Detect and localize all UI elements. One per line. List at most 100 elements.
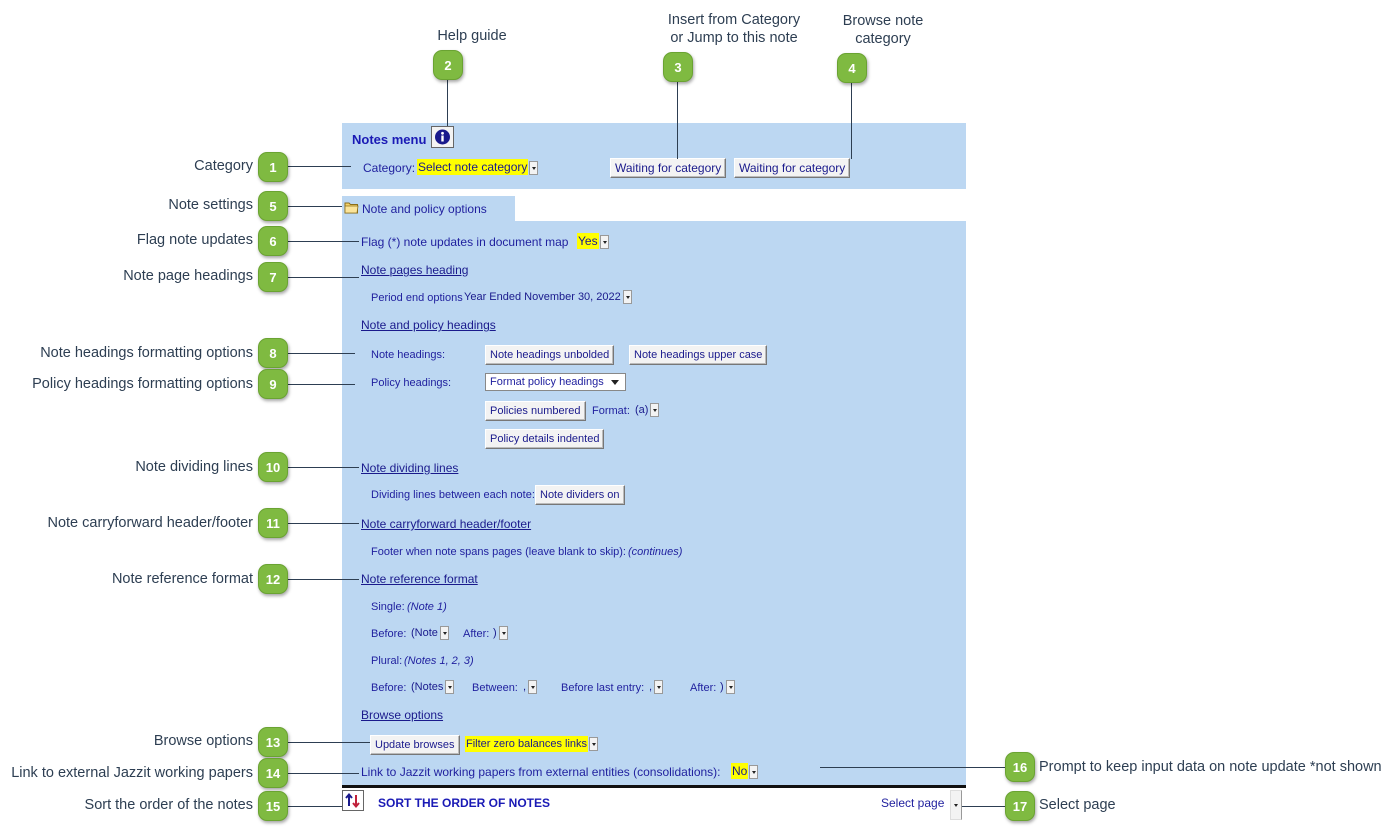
note-reference-format-link[interactable]: Note reference format bbox=[361, 572, 478, 586]
format-policy-headings-select[interactable]: Format policy headings bbox=[485, 373, 626, 391]
sort-order-link[interactable]: SORT THE ORDER OF NOTES bbox=[378, 796, 551, 810]
chevron-down-icon bbox=[529, 160, 539, 175]
note-dividers-on-button[interactable]: Note dividers on bbox=[535, 485, 625, 505]
footer-spans-value[interactable]: (continues) bbox=[628, 546, 683, 558]
badge-14: 14 bbox=[258, 758, 288, 788]
between-value: , bbox=[523, 681, 527, 693]
category-select-value: Select note category bbox=[417, 159, 529, 175]
period-end-label: Period end options bbox=[371, 292, 463, 304]
note-dividing-lines-link[interactable]: Note dividing lines bbox=[361, 461, 459, 475]
callout-label-1: Category bbox=[194, 158, 253, 174]
filter-zero-value: Filter zero balances links bbox=[465, 736, 589, 752]
format-value: (a) bbox=[635, 404, 649, 416]
browse-options-link[interactable]: Browse options bbox=[361, 708, 444, 722]
sort-order-icon[interactable] bbox=[342, 790, 364, 811]
insert-jump-button[interactable]: Waiting for category bbox=[610, 158, 727, 178]
connector-12 bbox=[287, 579, 359, 580]
badge-6: 6 bbox=[258, 226, 288, 256]
link-working-papers-select[interactable]: No bbox=[731, 763, 759, 779]
badge-3: 3 bbox=[663, 52, 693, 82]
between-select[interactable]: , bbox=[522, 679, 538, 695]
plural-label: Plural: bbox=[371, 655, 403, 667]
callout-label-4a: Browse note bbox=[842, 13, 924, 29]
period-end-select[interactable]: Year Ended November 30, 2022 bbox=[463, 289, 632, 305]
badge-12: 12 bbox=[258, 564, 288, 594]
chevron-down-icon bbox=[650, 403, 660, 418]
badge-5: 5 bbox=[258, 191, 288, 221]
select-page-label: Select page bbox=[881, 796, 945, 810]
link-working-papers-value: No bbox=[731, 763, 749, 779]
flag-updates-label: Flag (*) note updates in document map bbox=[361, 235, 569, 249]
callout-label-16: Prompt to keep input data on note update… bbox=[1039, 759, 1382, 775]
select-page-select[interactable]: Select page bbox=[881, 795, 944, 811]
note-settings-tab[interactable] bbox=[342, 196, 515, 222]
callout-label-9: Policy headings formatting options bbox=[32, 376, 253, 392]
connector-16 bbox=[820, 767, 1006, 768]
badge-17: 17 bbox=[1005, 791, 1035, 821]
connector-13 bbox=[287, 742, 370, 743]
filter-zero-select[interactable]: Filter zero balances links bbox=[465, 736, 599, 752]
select-page-dropdown-arrow[interactable] bbox=[950, 790, 962, 820]
chevron-down-icon bbox=[654, 680, 664, 695]
chevron-down-icon bbox=[599, 234, 609, 249]
callout-label-2: Help guide bbox=[437, 28, 507, 44]
badge-11: 11 bbox=[258, 508, 288, 538]
connector-11 bbox=[287, 523, 359, 524]
footer-divider bbox=[342, 785, 966, 788]
help-info-icon[interactable] bbox=[431, 126, 454, 148]
connector-15 bbox=[287, 806, 342, 807]
before-last-select[interactable]: , bbox=[648, 679, 664, 695]
before-last-value: , bbox=[649, 681, 653, 693]
policies-numbered-button[interactable]: Policies numbered bbox=[485, 401, 586, 421]
format-policy-headings-value: Format policy headings bbox=[490, 376, 604, 388]
notes-menu-title: Notes menu bbox=[352, 132, 427, 147]
update-browses-button[interactable]: Update browses bbox=[370, 735, 460, 755]
plural-after-select[interactable]: ) bbox=[719, 679, 735, 695]
callout-label-12: Note reference format bbox=[111, 571, 253, 587]
format-label: Format: bbox=[592, 405, 630, 417]
connector-10 bbox=[287, 467, 359, 468]
single-value: (Note 1) bbox=[407, 601, 447, 613]
connector-17 bbox=[962, 806, 1006, 807]
after-label: After: bbox=[463, 628, 490, 640]
connector-3 bbox=[677, 80, 678, 159]
callout-label-6: Flag note updates bbox=[136, 232, 253, 248]
note-pages-heading-link[interactable]: Note pages heading bbox=[361, 263, 469, 277]
callout-label-13: Browse options bbox=[153, 733, 253, 749]
after-select[interactable]: ) bbox=[492, 625, 508, 641]
chevron-down-icon bbox=[589, 737, 599, 752]
format-select[interactable]: (a) bbox=[634, 402, 660, 418]
after-value: ) bbox=[493, 627, 497, 639]
chevron-down-icon bbox=[528, 680, 538, 695]
callout-label-14: Link to external Jazzit working papers bbox=[11, 765, 253, 781]
flag-updates-select[interactable]: Yes bbox=[577, 233, 609, 249]
badge-9: 9 bbox=[258, 369, 288, 399]
before-select[interactable]: (Note bbox=[410, 625, 449, 641]
connector-9 bbox=[287, 384, 355, 385]
link-working-papers-label: Link to Jazzit working papers from exter… bbox=[361, 765, 721, 779]
before-label: Before: bbox=[371, 628, 407, 640]
note-headings-label: Note headings: bbox=[371, 349, 445, 361]
connector-1 bbox=[287, 166, 351, 167]
callout-label-3b: or Jump to this note bbox=[670, 30, 798, 46]
note-headings-unbolded-button[interactable]: Note headings unbolded bbox=[485, 345, 615, 365]
chevron-down-icon bbox=[622, 290, 632, 305]
connector-5 bbox=[287, 206, 342, 207]
chevron-down-icon bbox=[954, 804, 958, 807]
note-headings-upper-button[interactable]: Note headings upper case bbox=[629, 345, 768, 365]
connector-4 bbox=[851, 80, 852, 159]
chevron-down-icon bbox=[439, 626, 449, 641]
browse-category-button[interactable]: Waiting for category bbox=[734, 158, 851, 178]
policy-details-indented-button[interactable]: Policy details indented bbox=[485, 429, 605, 449]
single-label: Single: bbox=[371, 601, 405, 613]
connector-7 bbox=[287, 277, 359, 278]
note-policy-headings-link[interactable]: Note and policy headings bbox=[361, 318, 496, 332]
plural-before-select[interactable]: (Notes bbox=[410, 679, 455, 695]
note-carryforward-link[interactable]: Note carryforward header/footer bbox=[361, 517, 532, 531]
callout-label-8: Note headings formatting options bbox=[40, 345, 253, 361]
plural-value: (Notes 1, 2, 3) bbox=[404, 655, 474, 667]
callout-label-15: Sort the order of the notes bbox=[84, 797, 253, 813]
badge-7: 7 bbox=[258, 262, 288, 292]
category-label: Category: bbox=[363, 161, 416, 175]
category-select[interactable]: Select note category bbox=[417, 159, 539, 175]
